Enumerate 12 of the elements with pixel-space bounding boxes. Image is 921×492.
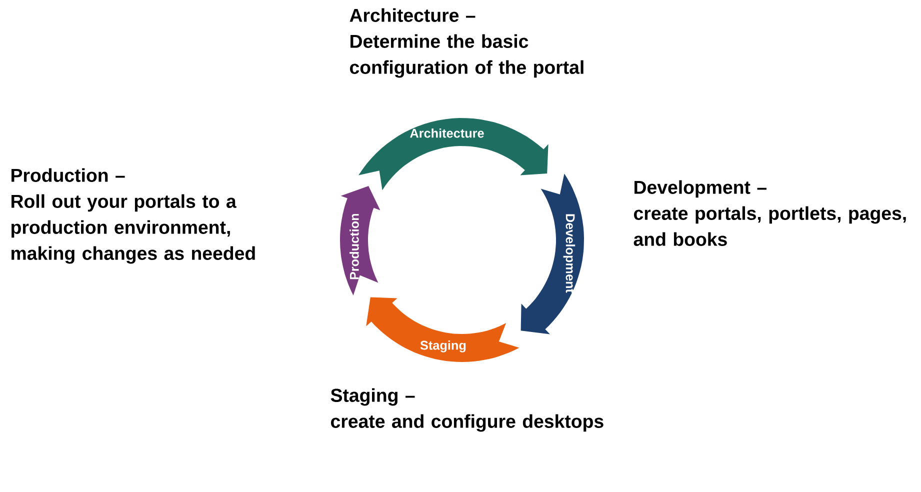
description-heading: Staging – [330,388,415,406]
description-text: Determine the basic configuration of the portal [350,34,584,78]
description-heading: Development – [634,180,766,198]
ring-segment: Development [520,174,584,334]
ring-segment: Architecture [358,118,548,190]
description-heading: Architecture – [350,8,476,22]
description-text: create portals, portlets, pages, and books [634,206,906,246]
ring-segment: Production [340,186,380,296]
description-text: Roll out your portals to a production environment, making changes as needed [12,194,255,264]
description-heading: Production – [12,168,125,182]
ring-segment: Staging [366,297,520,362]
description-text: create and configure desktops [331,414,604,432]
